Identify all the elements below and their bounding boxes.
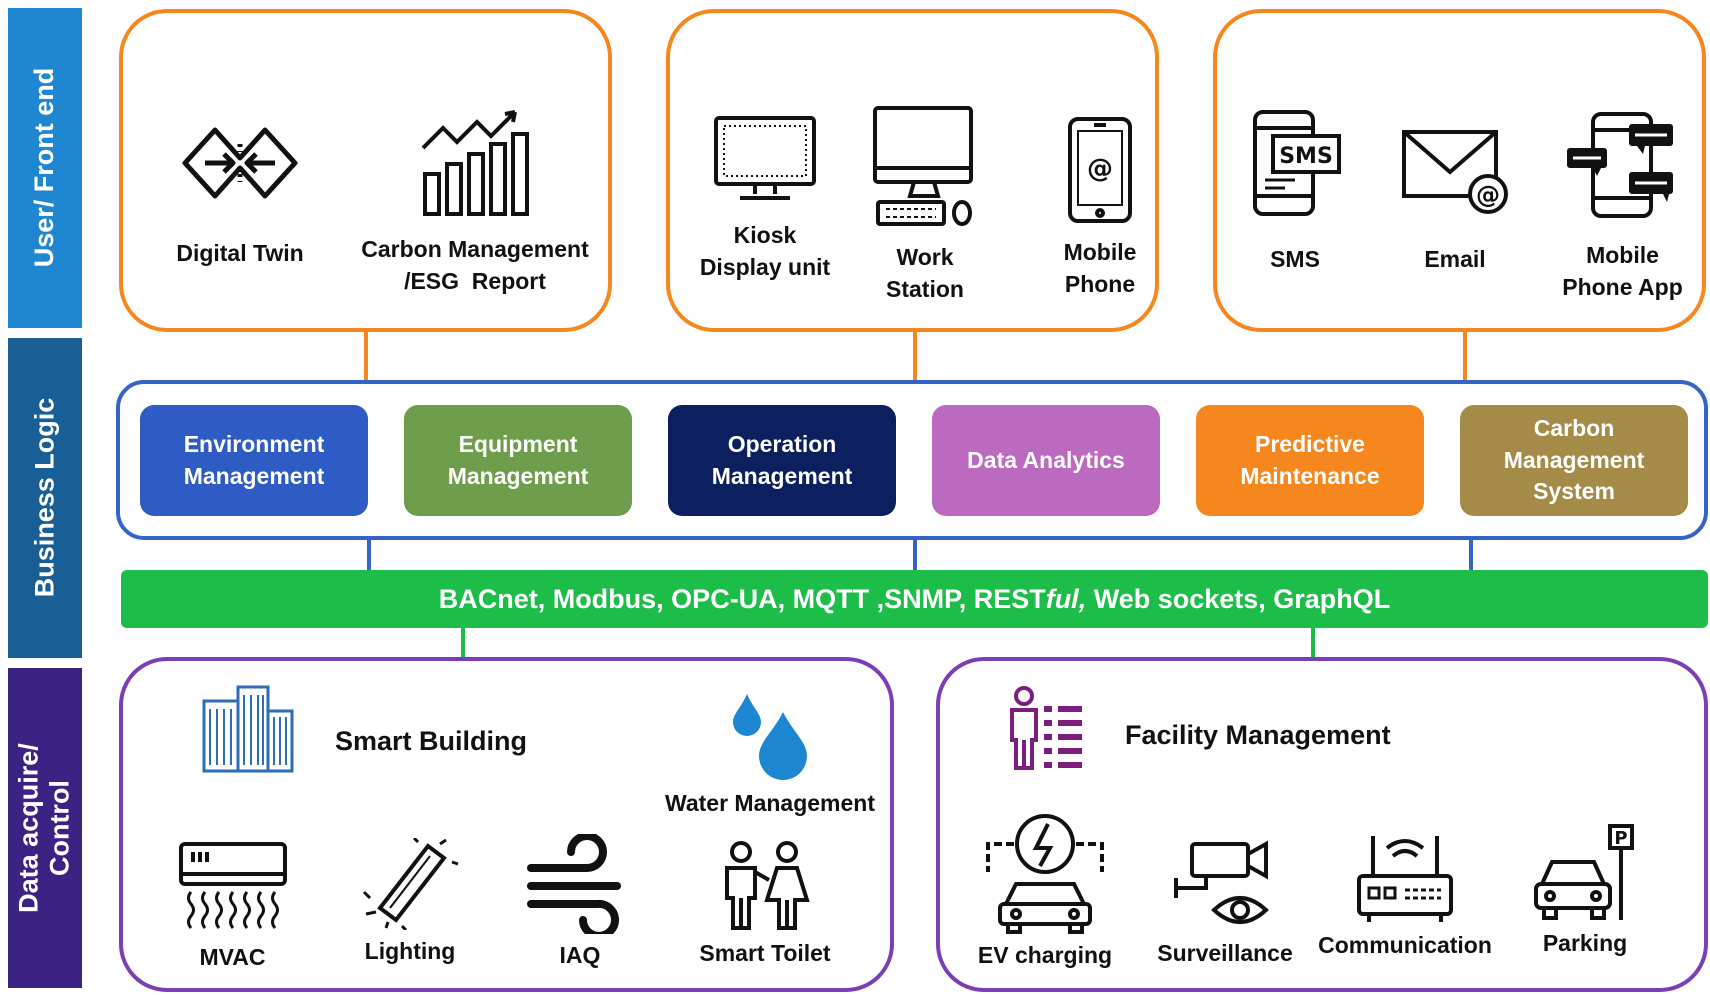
module-operation-management[interactable]: Operation Management — [668, 405, 896, 516]
item-ev-charging[interactable]: EV charging — [965, 812, 1125, 972]
module-predictive-maintenance[interactable]: Predictive Maintenance — [1196, 405, 1424, 516]
building-icon — [202, 685, 294, 773]
mvac-icon — [178, 842, 287, 929]
layer-business-label: Business Logic — [29, 398, 60, 598]
communication-icon — [1357, 836, 1453, 922]
protocol-bar: BACnet, Modbus, OPC-UA, MQTT ,SNMP, REST… — [121, 570, 1708, 628]
kiosk-display-icon — [714, 116, 816, 200]
smart-toilet-icon — [725, 841, 810, 930]
item-mobile-phone[interactable]: @ Mobile Phone — [1025, 115, 1175, 300]
item-parking[interactable]: P Parking — [1520, 822, 1650, 960]
item-label: SMS — [1270, 246, 1320, 272]
module-equipment-management[interactable]: Equipment Management — [404, 405, 632, 516]
ev-charging-icon — [986, 814, 1104, 934]
connector-frontend-2 — [913, 330, 917, 382]
business-logic-container — [116, 380, 1708, 540]
module-carbon-management-system[interactable]: Carbon Management System — [1460, 405, 1688, 516]
facility-management-title: Facility Management — [1125, 720, 1391, 750]
item-label: Digital Twin — [176, 240, 304, 266]
lighting-icon — [362, 838, 459, 930]
protocol-text-italic: ful, — [1045, 583, 1087, 614]
item-sms[interactable]: SMS SMS — [1225, 108, 1365, 276]
email-icon: @ — [1402, 130, 1508, 214]
item-label: Lighting — [364, 938, 456, 964]
item-mvac[interactable]: MVAC — [170, 840, 295, 974]
facility-manager-icon — [1010, 686, 1082, 770]
layer-business: Business Logic — [8, 338, 82, 658]
item-label: Mobile Phone — [1063, 239, 1137, 297]
iaq-icon — [527, 834, 621, 934]
digital-twin-icon — [182, 127, 298, 199]
water-drop-icon — [733, 694, 807, 780]
item-mobile-app[interactable]: Mobile Phone App — [1540, 110, 1705, 303]
item-label: Communication — [1318, 932, 1492, 958]
svg-text:SMS: SMS — [1279, 144, 1333, 169]
layer-data: Data acquire/ Control — [8, 668, 82, 988]
layer-data-label: Data acquire/ Control — [13, 743, 76, 913]
mobile-phone-icon: @ — [1068, 117, 1132, 223]
item-label: MVAC — [199, 944, 266, 970]
item-carbon-management[interactable]: Carbon Management /ESG Report — [350, 108, 600, 297]
item-label: Carbon Management /ESG Report — [361, 236, 589, 294]
connector-frontend-3 — [1463, 330, 1467, 382]
item-label: IAQ — [559, 942, 601, 968]
item-iaq[interactable]: IAQ — [525, 834, 635, 972]
workstation-icon — [873, 106, 973, 226]
item-surveillance[interactable]: Surveillance — [1150, 838, 1300, 970]
smart-building-title: Smart Building — [335, 726, 528, 756]
connector-data-2 — [1311, 626, 1315, 660]
water-management-label: Water Management — [664, 790, 876, 816]
connector-business-2 — [913, 538, 917, 572]
svg-text:@: @ — [1476, 181, 1500, 209]
module-data-analytics[interactable]: Data Analytics — [932, 405, 1160, 516]
connector-business-3 — [1469, 538, 1473, 572]
connector-business-1 — [367, 538, 371, 572]
item-water-management[interactable]: Water Management — [655, 690, 885, 820]
layer-frontend: User/ Front end — [8, 8, 82, 328]
item-label: Parking — [1542, 930, 1628, 956]
connector-frontend-1 — [364, 330, 368, 382]
item-communication[interactable]: Communication — [1310, 830, 1500, 962]
item-label: Mobile Phone App — [1562, 242, 1683, 300]
item-label: Kiosk Display unit — [699, 222, 831, 280]
frontend-group-analytics — [119, 9, 612, 332]
carbon-chart-icon — [421, 110, 529, 216]
surveillance-icon — [1174, 840, 1269, 924]
sms-icon: SMS — [1253, 110, 1341, 216]
mobile-app-icon — [1566, 112, 1673, 218]
item-label: Email — [1424, 246, 1486, 272]
frontend-group-devices — [666, 9, 1159, 332]
item-label: Work Station — [886, 244, 964, 302]
item-digital-twin[interactable]: Digital Twin — [160, 108, 320, 270]
module-environment-management[interactable]: Environment Management — [140, 405, 368, 516]
layer-frontend-label: User/ Front end — [29, 68, 60, 268]
item-label: Surveillance — [1157, 940, 1293, 966]
protocol-text-tail: Web sockets, GraphQL — [1086, 583, 1391, 614]
item-label: EV charging — [977, 942, 1113, 968]
parking-icon: P — [1534, 824, 1634, 920]
smart-building-group — [119, 657, 894, 992]
protocol-text-main: BACnet, Modbus, OPC-UA, MQTT ,SNMP, REST — [438, 583, 1046, 614]
svg-text:@: @ — [1087, 154, 1113, 184]
connector-data-1 — [461, 626, 465, 660]
item-workstation[interactable]: Work Station — [850, 104, 1000, 305]
item-lighting[interactable]: Lighting — [350, 838, 470, 968]
item-email[interactable]: @ Email — [1385, 128, 1525, 276]
item-smart-toilet[interactable]: Smart Toilet — [690, 840, 840, 970]
svg-text:P: P — [1614, 828, 1627, 849]
item-label: Smart Toilet — [699, 940, 831, 966]
item-kiosk[interactable]: Kiosk Display unit — [680, 114, 850, 283]
